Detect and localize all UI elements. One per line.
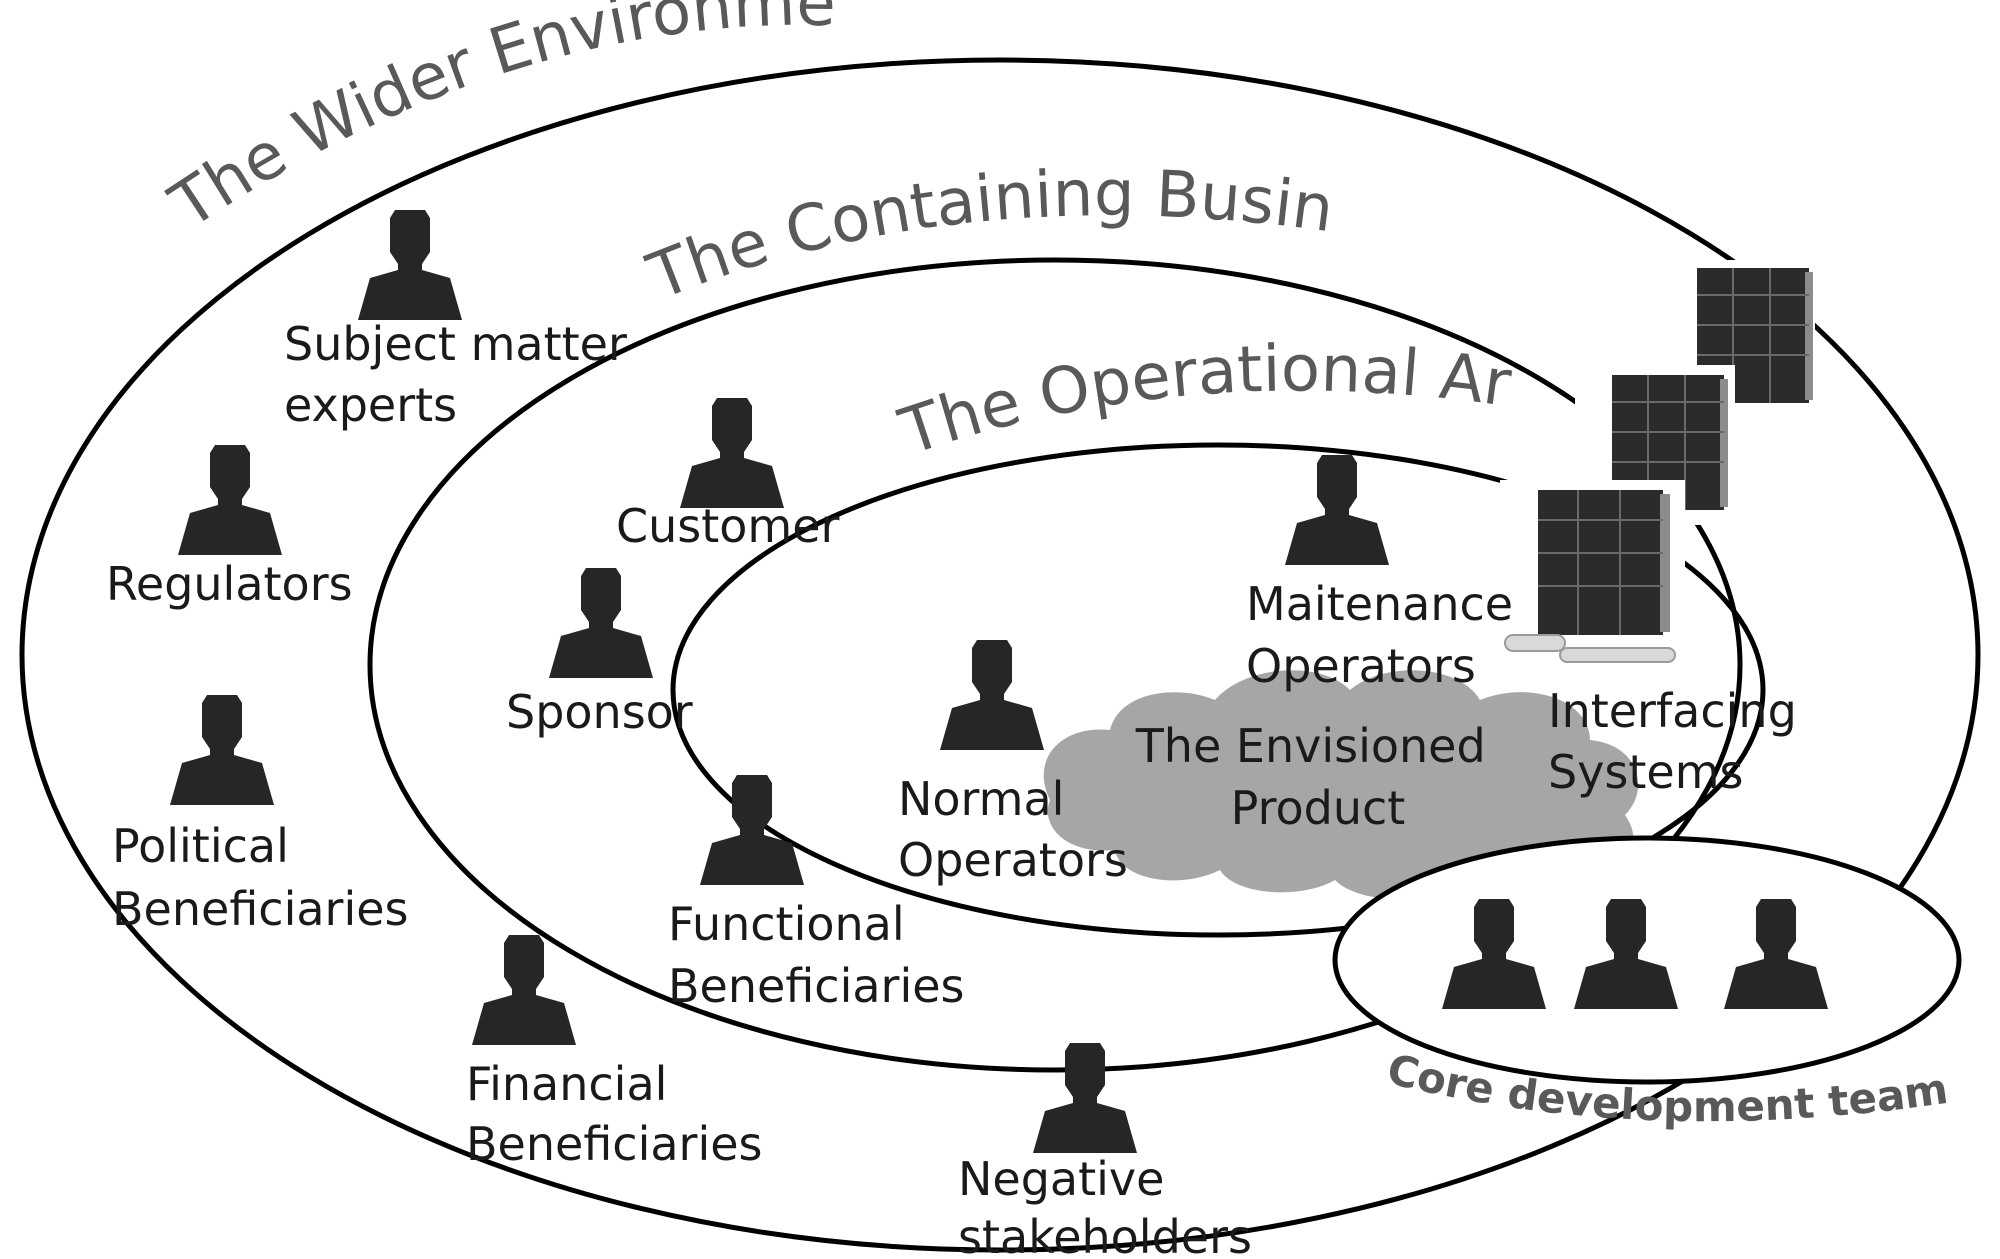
envisioned-product-cloud: The Envisioned Product [1043, 670, 1639, 899]
functional-beneficiaries-icon [700, 775, 804, 885]
customer-icon [680, 398, 784, 508]
normal-operators-icon [940, 640, 1044, 750]
subject-matter-experts-label: Subject matter experts [284, 317, 642, 432]
sponsor-label: Sponsor [506, 685, 693, 739]
wider-environment-label: The Wider Environment [0, 0, 836, 244]
sponsor-icon [549, 568, 653, 678]
political-beneficiaries-label: Political Beneficiaries [112, 819, 409, 936]
political-beneficiaries-icon [170, 695, 274, 805]
financial-beneficiaries-icon [472, 935, 576, 1045]
negative-stakeholders-label: Negative stakeholders [958, 1152, 1252, 1259]
normal-operators-label: Normal Operators [898, 772, 1128, 887]
customer-label: Customer [616, 499, 840, 553]
envisioned-product-label: The Envisioned Product [1135, 719, 1501, 835]
maintenance-operators-icon [1285, 455, 1389, 565]
subject-matter-experts-icon [358, 210, 462, 320]
functional-beneficiaries-label: Functional Beneficiaries [668, 897, 965, 1013]
negative-stakeholders-icon [1033, 1043, 1137, 1153]
containing-business-ring [367, 257, 1743, 1073]
operational-area-ring [670, 442, 1766, 938]
regulators-icon [178, 445, 282, 555]
core-team-ellipse [1332, 835, 1962, 1085]
server-rack-icon [1500, 480, 1685, 670]
maintenance-operators-label: Maitenance Operators [1246, 577, 1528, 693]
financial-beneficiaries-label: Financial Beneficiaries [466, 1057, 763, 1171]
wider-environment-ring [19, 57, 1981, 1253]
regulators-label: Regulators [106, 557, 353, 611]
interfacing-systems-label: Interfacing Systems [1548, 684, 1811, 799]
